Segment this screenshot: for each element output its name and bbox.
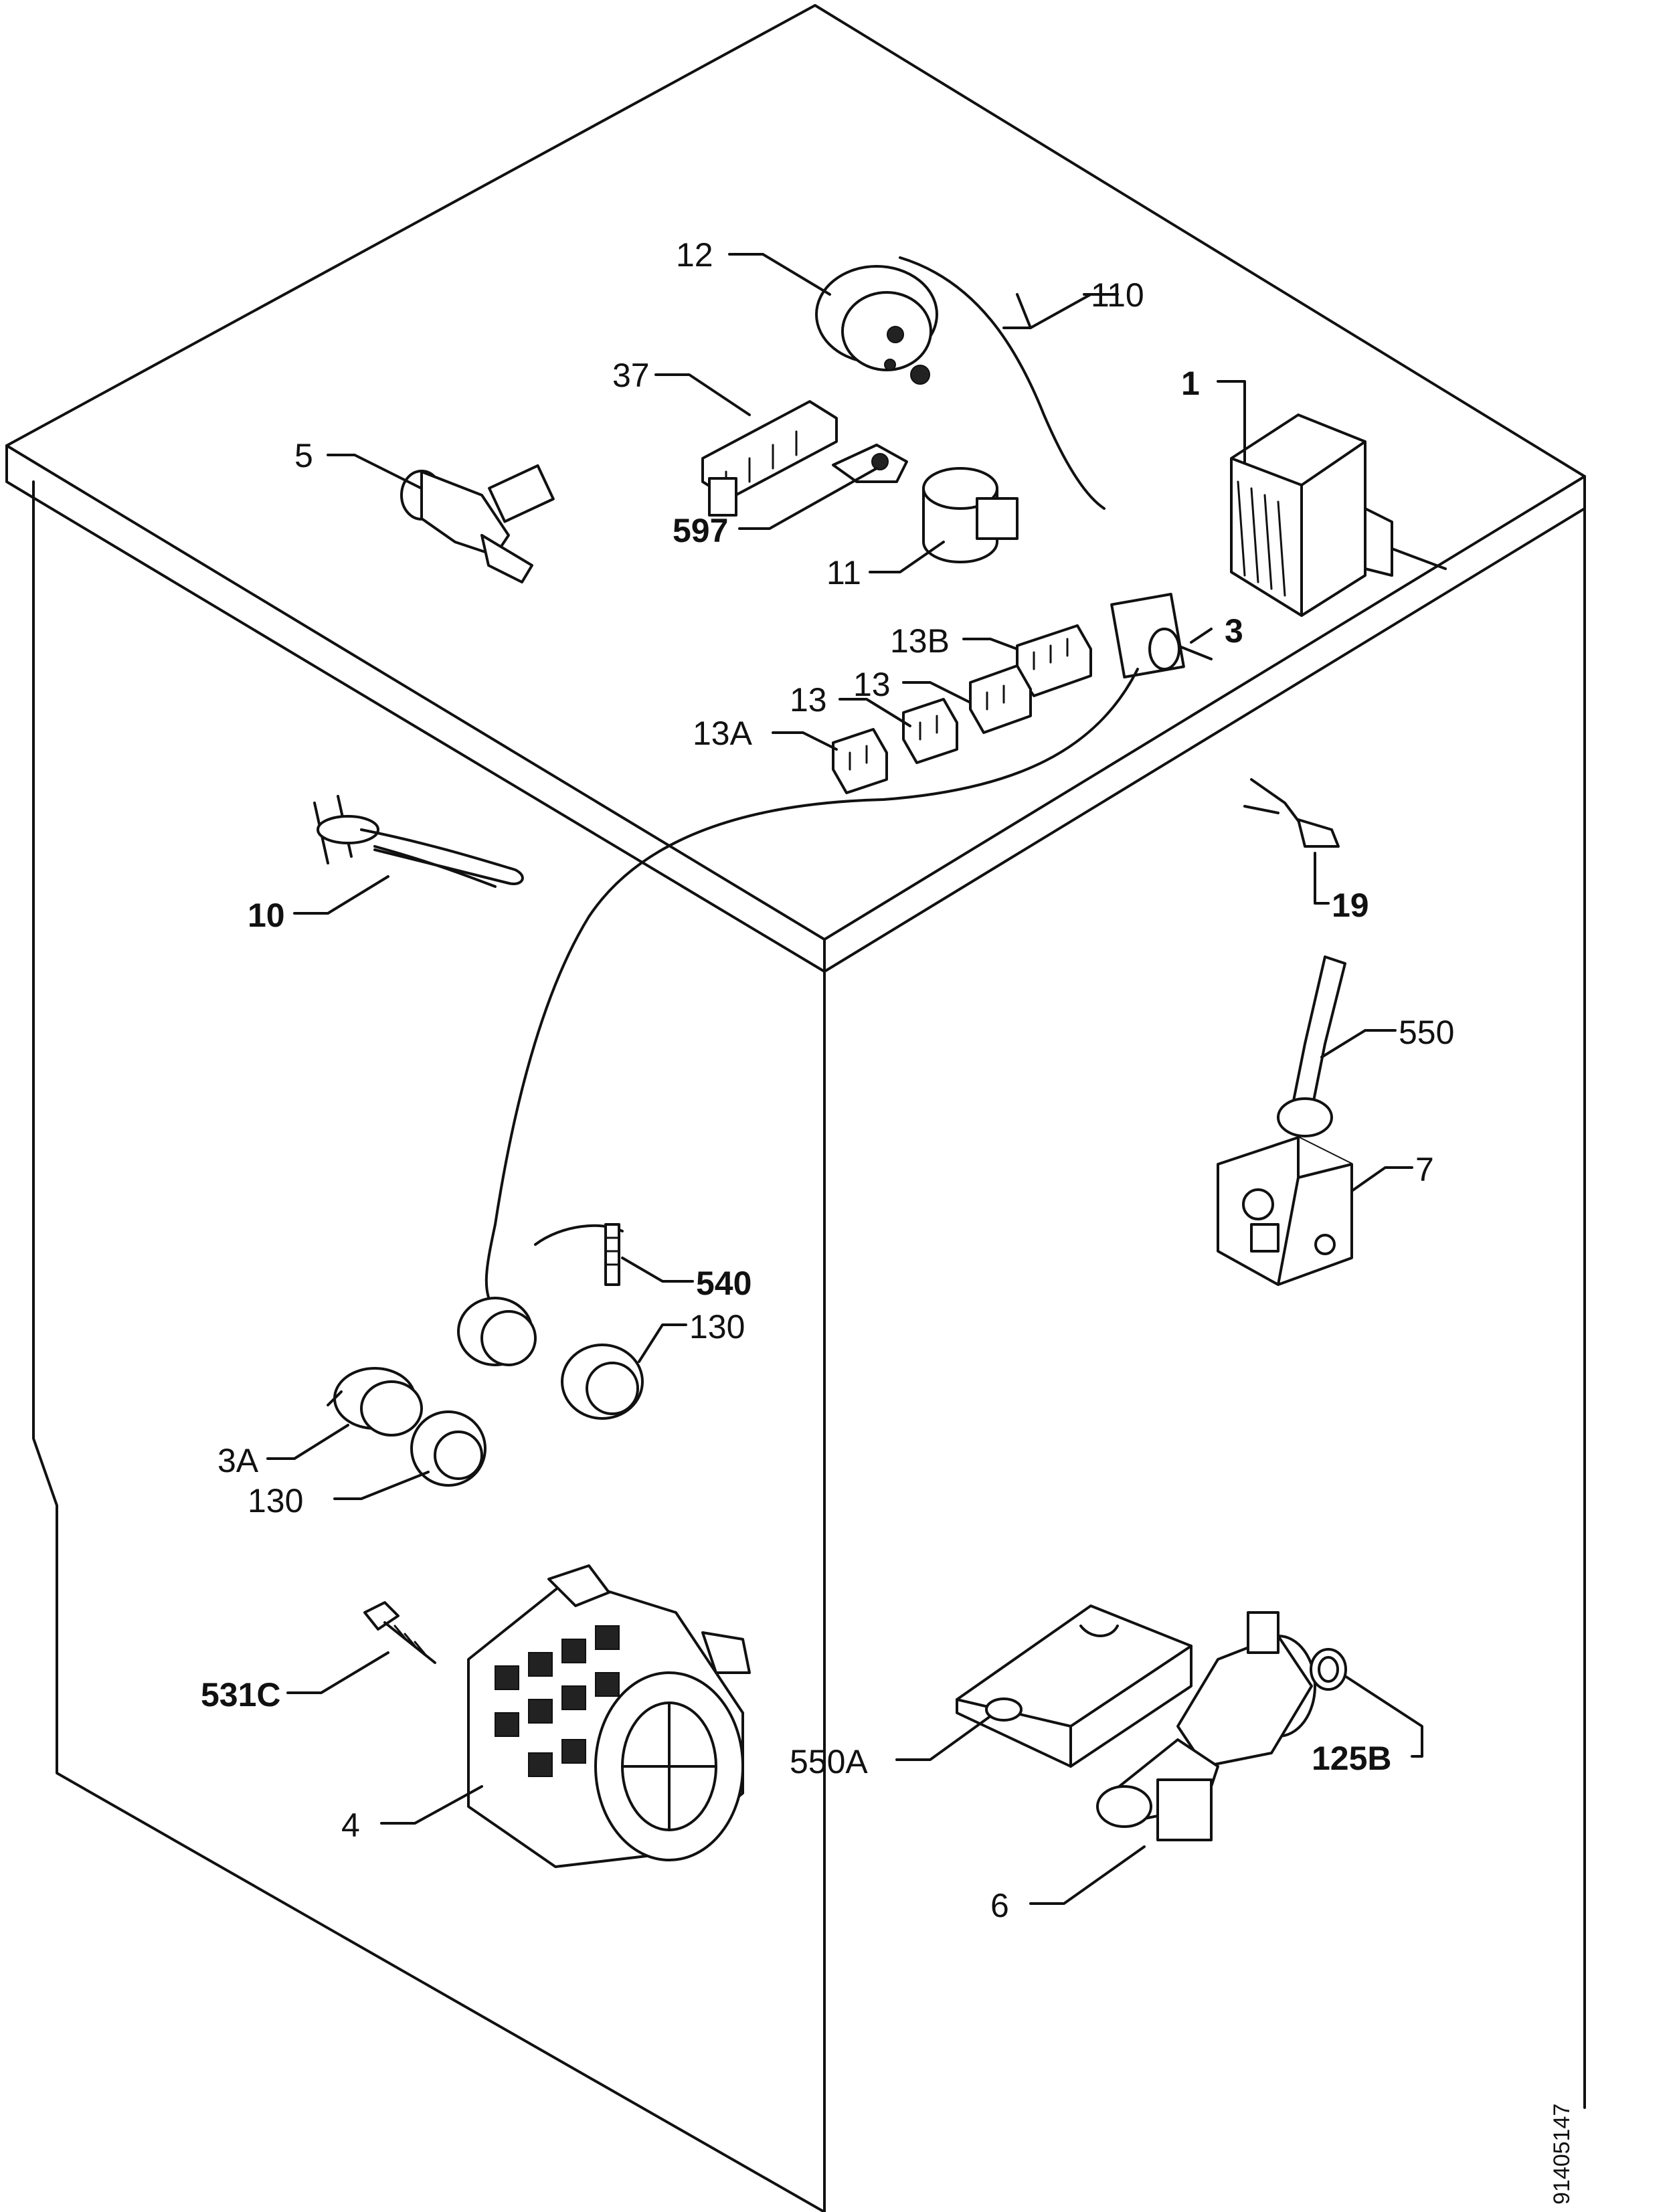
label-19: 19 [1332, 887, 1369, 924]
label-540: 540 [696, 1265, 752, 1302]
leader-lines [266, 253, 1423, 1905]
label-12: 12 [676, 236, 713, 274]
part-labels: 12 110 37 1 5 597 11 3 13B 13 13 13A 10 … [201, 236, 1575, 2205]
label-531C: 531C [201, 1676, 281, 1714]
sensor-part [1243, 778, 1340, 848]
label-597: 597 [673, 512, 728, 549]
label-550: 550 [1399, 1014, 1454, 1051]
capacitor-part [922, 467, 1019, 563]
cover-block-part [956, 1604, 1192, 1768]
valve-part [400, 464, 555, 583]
label-110: 110 [1091, 276, 1144, 314]
label-125B: 125B [1312, 1740, 1392, 1777]
lever-part [1277, 955, 1346, 1137]
drawing-code: 91405147 [1549, 2104, 1575, 2205]
hose-part [899, 256, 1106, 510]
heating-element-part [313, 795, 524, 888]
connector-13A-part [832, 728, 888, 794]
connector-13-part-1 [969, 664, 1032, 734]
label-13A: 13A [693, 715, 753, 752]
clip-part [534, 1223, 624, 1286]
label-37: 37 [612, 357, 650, 394]
label-130-upper: 130 [689, 1308, 745, 1346]
pressure-switch-part [815, 265, 938, 385]
label-5: 5 [294, 437, 313, 474]
label-13-b: 13 [790, 681, 827, 719]
label-13B: 13B [890, 622, 950, 660]
label-10: 10 [248, 897, 285, 934]
seal-ring-part [1310, 1648, 1347, 1691]
cabinet-outline [5, 4, 1586, 2212]
label-13-a: 13 [853, 666, 891, 703]
grommet-upper-left-part [457, 1297, 537, 1366]
bracket-part [832, 444, 908, 483]
label-1: 1 [1181, 365, 1200, 402]
label-11: 11 [826, 554, 861, 591]
label-130-lower: 130 [248, 1482, 303, 1519]
pump-part [1096, 1611, 1316, 1841]
grommet-130-lower-part [410, 1410, 487, 1487]
motor-part [467, 1564, 751, 1868]
connector-13-part-2 [902, 698, 958, 764]
timer-part [1230, 413, 1447, 617]
parts-drawings [313, 256, 1447, 1868]
label-3: 3 [1225, 612, 1243, 650]
wiring-harness-part [484, 668, 1139, 1313]
label-6: 6 [990, 1887, 1009, 1924]
switch-part [1110, 593, 1213, 678]
label-3A: 3A [217, 1442, 259, 1479]
label-550A: 550A [790, 1743, 868, 1780]
screw-part [363, 1601, 436, 1664]
door-lock-part [1217, 1136, 1353, 1286]
thermostat-part [327, 1367, 423, 1437]
label-7: 7 [1415, 1151, 1434, 1188]
label-4: 4 [341, 1807, 360, 1844]
terminal-block-part [701, 400, 838, 517]
grommet-130-upper-part [561, 1344, 644, 1420]
